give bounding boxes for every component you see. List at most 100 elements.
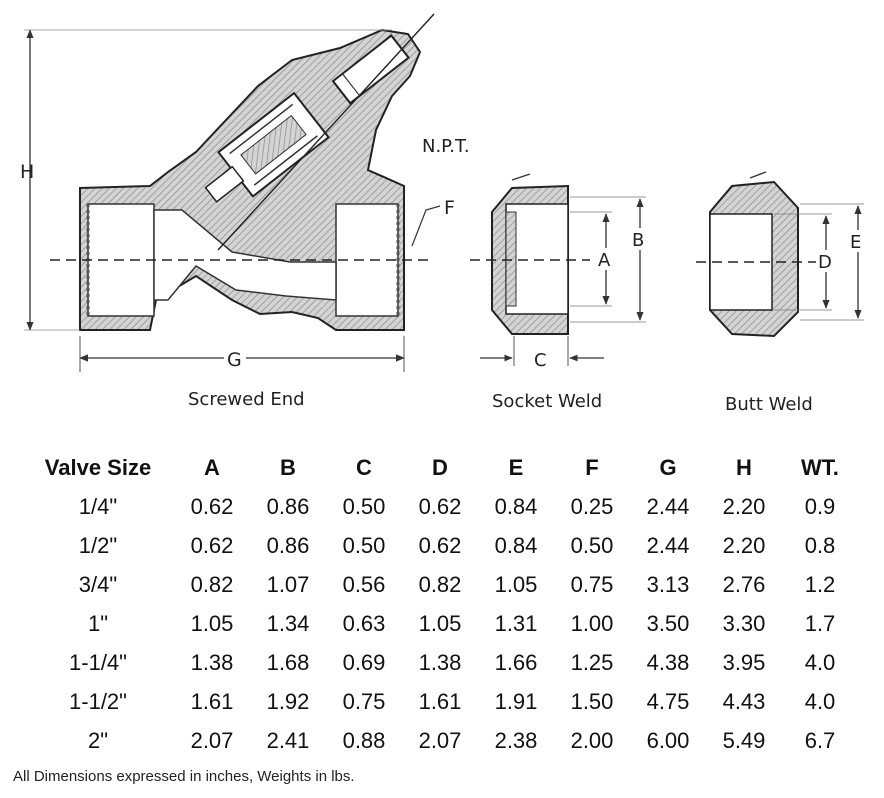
caption-socket-weld: Socket Weld <box>492 391 602 412</box>
table-cell: 1.31 <box>494 610 538 636</box>
cell-valve-size: 1-1/4" <box>69 649 127 675</box>
cell-valve-size: 1" <box>87 610 109 636</box>
table-cell: 0.63 <box>342 610 386 636</box>
table-cell: 0.84 <box>494 532 538 558</box>
caption-screwed-end: Screwed End <box>188 389 305 410</box>
table-cell: 1.61 <box>190 688 234 714</box>
table-cell: 1.05 <box>190 610 234 636</box>
label-g: G <box>227 349 242 371</box>
table-cell: 0.50 <box>570 532 614 558</box>
table-cell: 1.38 <box>418 649 462 675</box>
cell-valve-size: 1/2" <box>78 532 118 558</box>
dimensions-table: Valve Size A B C D E F G H WT. 1/4" 0.62… <box>22 449 858 760</box>
table-cell: 1.66 <box>494 649 538 675</box>
table-cell: 0.62 <box>418 493 462 519</box>
table-cell: 6.7 <box>804 727 836 753</box>
table-cell: 2.38 <box>494 727 538 753</box>
table-cell: 0.25 <box>570 493 614 519</box>
table-row: 1" 1.05 1.34 0.63 1.05 1.31 1.00 3.50 3.… <box>22 604 858 643</box>
label-b: B <box>632 230 644 251</box>
table-cell: 4.38 <box>646 649 690 675</box>
table-cell: 2.76 <box>722 571 766 597</box>
table-row: 3/4" 0.82 1.07 0.56 0.82 1.05 0.75 3.13 … <box>22 565 858 604</box>
table-cell: 0.86 <box>266 532 310 558</box>
table-cell: 2.20 <box>722 493 766 519</box>
cell-valve-size: 1-1/2" <box>69 688 127 714</box>
table-row: 1-1/4" 1.38 1.68 0.69 1.38 1.66 1.25 4.3… <box>22 643 858 682</box>
label-npt: N.P.T. <box>422 136 470 157</box>
label-f: F <box>444 197 455 219</box>
table-cell: 0.62 <box>190 532 234 558</box>
table-cell: 0.86 <box>266 493 310 519</box>
table-row: 1-1/2" 1.61 1.92 0.75 1.61 1.91 1.50 4.7… <box>22 682 858 721</box>
flow-passage <box>153 209 337 301</box>
table-cell: 2.44 <box>646 532 690 558</box>
table-cell: 2.07 <box>418 727 462 753</box>
col-header-f: F <box>585 455 599 480</box>
table-row: 1/4" 0.62 0.86 0.50 0.62 0.84 0.25 2.44 … <box>22 487 858 526</box>
table-cell: 1.34 <box>266 610 310 636</box>
table-cell: 0.84 <box>494 493 538 519</box>
table-cell: 1.7 <box>804 610 836 636</box>
table-header-row: Valve Size A B C D E F G H WT. <box>22 449 858 487</box>
table-cell: 0.69 <box>342 649 386 675</box>
table-cell: 3.50 <box>646 610 690 636</box>
table-cell: 1.05 <box>494 571 538 597</box>
table-cell: 0.50 <box>342 493 386 519</box>
butt-weld-view: D E Butt Weld <box>696 171 868 415</box>
label-a: A <box>598 250 611 271</box>
col-header-g: G <box>659 455 677 480</box>
table-cell: 0.82 <box>418 571 462 597</box>
table-cell: 3.30 <box>722 610 766 636</box>
table-cell: 0.56 <box>342 571 386 597</box>
table-row: 2" 2.07 2.41 0.88 2.07 2.38 2.00 6.00 5.… <box>22 721 858 760</box>
footnote: All Dimensions expressed in inches, Weig… <box>13 768 355 785</box>
col-header-h: H <box>736 455 752 480</box>
label-d: D <box>818 252 832 273</box>
screwed-end-view: H G F N.P.T. Screwed End <box>20 13 470 410</box>
table-cell: 4.75 <box>646 688 690 714</box>
table-cell: 1.2 <box>804 571 836 597</box>
table-cell: 0.50 <box>342 532 386 558</box>
label-c: C <box>534 350 547 371</box>
table-cell: 2.07 <box>190 727 234 753</box>
table-cell: 1.00 <box>570 610 614 636</box>
table-cell: 0.82 <box>190 571 234 597</box>
table-cell: 1.61 <box>418 688 462 714</box>
col-header-e: E <box>508 455 524 480</box>
col-header-valve-size: Valve Size <box>44 455 152 480</box>
cell-valve-size: 1/4" <box>78 493 118 519</box>
table-cell: 4.0 <box>804 649 836 675</box>
caption-butt-weld: Butt Weld <box>725 394 813 415</box>
table-cell: 4.43 <box>722 688 766 714</box>
table-row: 1/2" 0.62 0.86 0.50 0.62 0.84 0.50 2.44 … <box>22 526 858 565</box>
table-cell: 1.05 <box>418 610 462 636</box>
table-cell: 0.75 <box>342 688 386 714</box>
table-cell: 3.95 <box>722 649 766 675</box>
cell-valve-size: 3/4" <box>78 571 118 597</box>
table-cell: 5.49 <box>722 727 766 753</box>
table-cell: 1.68 <box>266 649 310 675</box>
table-cell: 1.50 <box>570 688 614 714</box>
table-cell: 0.75 <box>570 571 614 597</box>
table-cell: 0.88 <box>342 727 386 753</box>
col-header-a: A <box>204 455 220 480</box>
table-cell: 6.00 <box>646 727 690 753</box>
valve-dimension-drawing: H G F N.P.T. Screwed End A B <box>20 13 868 415</box>
cell-valve-size: 2" <box>87 727 109 753</box>
table-cell: 2.20 <box>722 532 766 558</box>
table-cell: 1.25 <box>570 649 614 675</box>
table-cell: 2.00 <box>570 727 614 753</box>
socket-weld-view: A B C Socket Weld <box>470 173 650 412</box>
table-cell: 0.62 <box>418 532 462 558</box>
table-cell: 2.44 <box>646 493 690 519</box>
col-header-c: C <box>356 455 372 480</box>
table-cell: 3.13 <box>646 571 690 597</box>
col-header-b: B <box>280 455 296 480</box>
table-cell: 2.41 <box>266 727 310 753</box>
col-header-d: D <box>432 455 448 480</box>
table-cell: 0.62 <box>190 493 234 519</box>
table-cell: 4.0 <box>804 688 836 714</box>
table-cell: 0.9 <box>804 493 836 519</box>
table-cell: 1.38 <box>190 649 234 675</box>
